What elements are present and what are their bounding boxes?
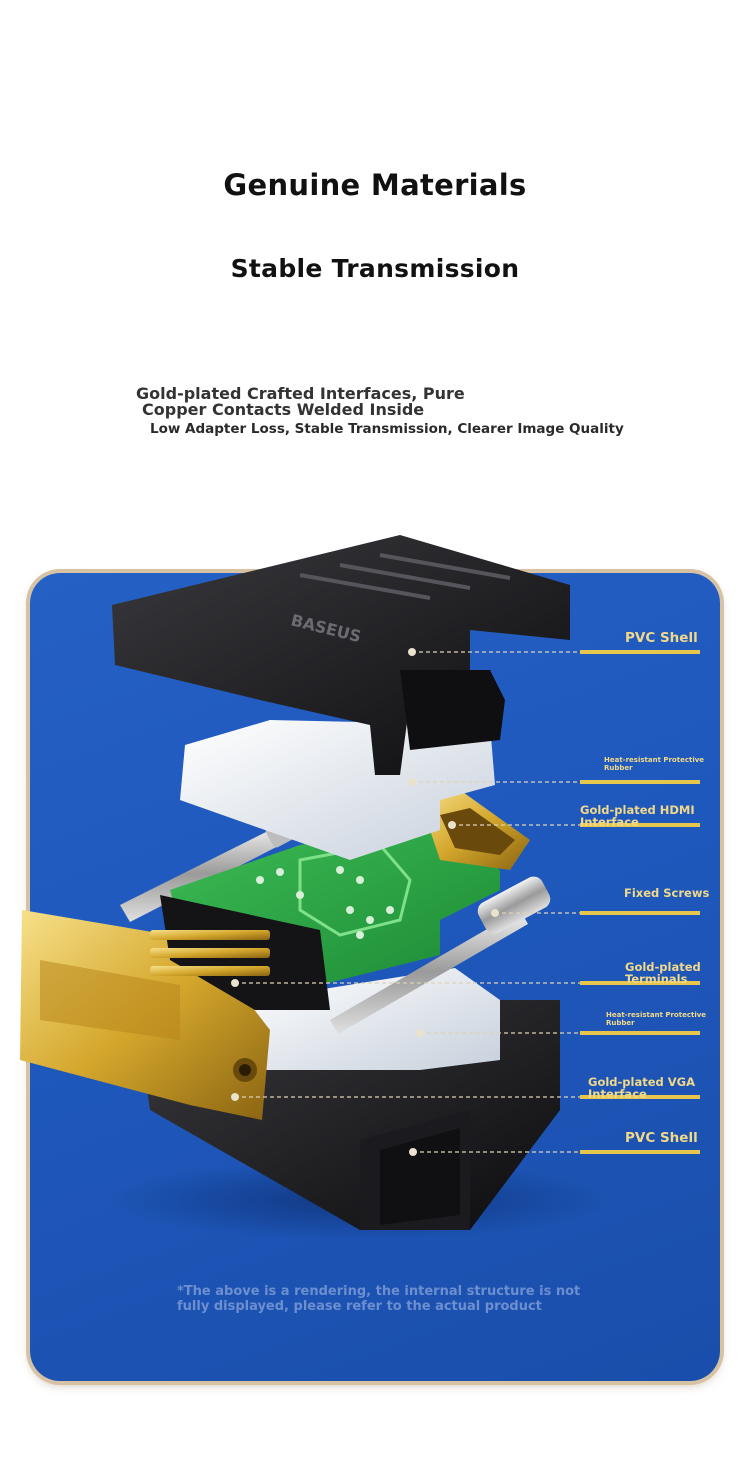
rendering-footnote: *The above is a rendering, the internal …	[177, 1284, 581, 1315]
description-line-1: Gold-plated Crafted Interfaces, Pure	[136, 384, 465, 403]
callout-pvc-shell-bottom: PVC Shell	[625, 1130, 698, 1146]
description-line-3: Low Adapter Loss, Stable Transmission, C…	[150, 421, 624, 437]
callout-rubber-bottom: Heat-resistant Protective Rubber	[606, 1011, 707, 1027]
page-subtitle: Stable Transmission	[230, 254, 520, 283]
top-pvc-shell: BASEUS	[112, 535, 570, 775]
callout-underlines	[580, 650, 700, 1154]
callout-hdmi-interface: Gold-plated HDMI Interface	[580, 803, 695, 829]
callout-vga-interface: Gold-plated VGA Interface	[588, 1075, 695, 1101]
gold-terminals	[150, 895, 330, 1010]
callout-dots	[231, 648, 499, 1156]
upper-rubber	[180, 720, 495, 860]
callout-gold-terminals: Gold-plated Terminals	[625, 960, 701, 986]
callout-pvc-shell-top: PVC Shell	[625, 630, 698, 646]
gold-hdmi-connector	[420, 790, 530, 870]
callout-fixed-screws: Fixed Screws	[624, 886, 710, 900]
description-line-2: Copper Contacts Welded Inside	[142, 400, 425, 419]
callout-rubber-top: Heat-resistant Protective Rubber	[604, 756, 705, 772]
page-title: Genuine Materials	[223, 168, 527, 202]
callout-leaders	[235, 651, 580, 1153]
